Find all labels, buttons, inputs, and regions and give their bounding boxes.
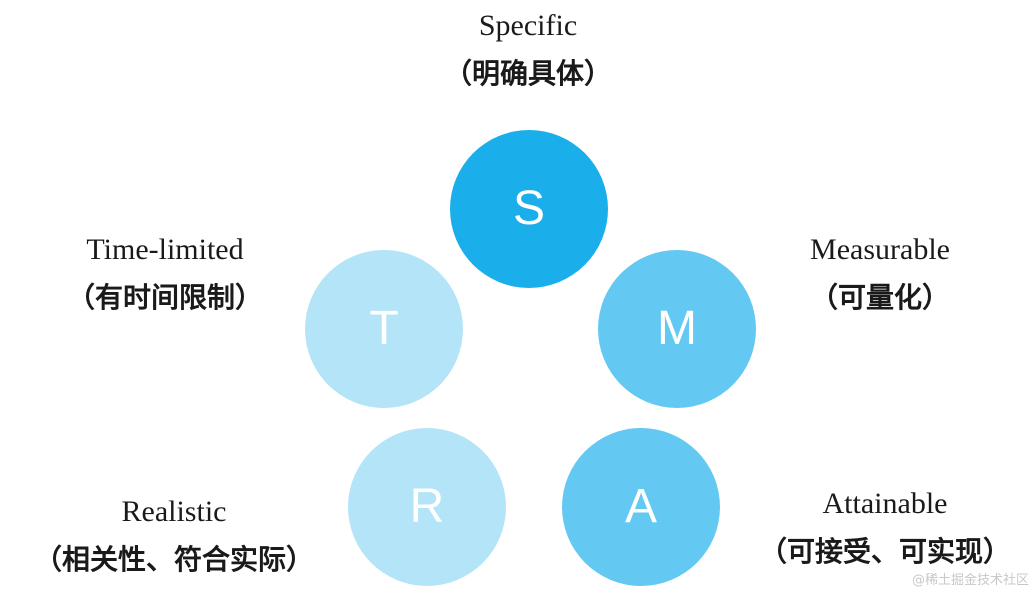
circle-specific: S xyxy=(450,130,608,288)
label-specific-title: Specific xyxy=(478,9,578,42)
label-measurable-title: Measurable xyxy=(810,233,950,266)
label-measurable: Measurable （可量化） xyxy=(700,232,1035,316)
label-time-limited-title: Time-limited xyxy=(86,233,244,266)
label-attainable: Attainable （可接受、可实现） xyxy=(705,486,1035,570)
label-time-limited: Time-limited （有时间限制） xyxy=(0,232,345,316)
label-time-limited-subtitle: （有时间限制） xyxy=(66,281,263,314)
circle-time-limited: T xyxy=(305,250,463,408)
circle-measurable: M xyxy=(598,250,756,408)
watermark: @稀土掘金技术社区 xyxy=(911,573,1029,588)
circle-attainable: A xyxy=(562,428,720,586)
label-realistic-subtitle: （相关性、符合实际） xyxy=(33,543,314,576)
label-specific: Specific （明确具体） xyxy=(348,8,708,92)
label-attainable-title: Attainable xyxy=(822,487,948,520)
label-specific-subtitle: （明确具体） xyxy=(443,57,612,90)
label-measurable-subtitle: （可量化） xyxy=(809,281,950,314)
label-realistic-title: Realistic xyxy=(121,495,227,528)
label-attainable-subtitle: （可接受、可实现） xyxy=(758,535,1011,568)
circle-realistic: R xyxy=(348,428,506,586)
label-realistic: Realistic （相关性、符合实际） xyxy=(0,494,354,578)
